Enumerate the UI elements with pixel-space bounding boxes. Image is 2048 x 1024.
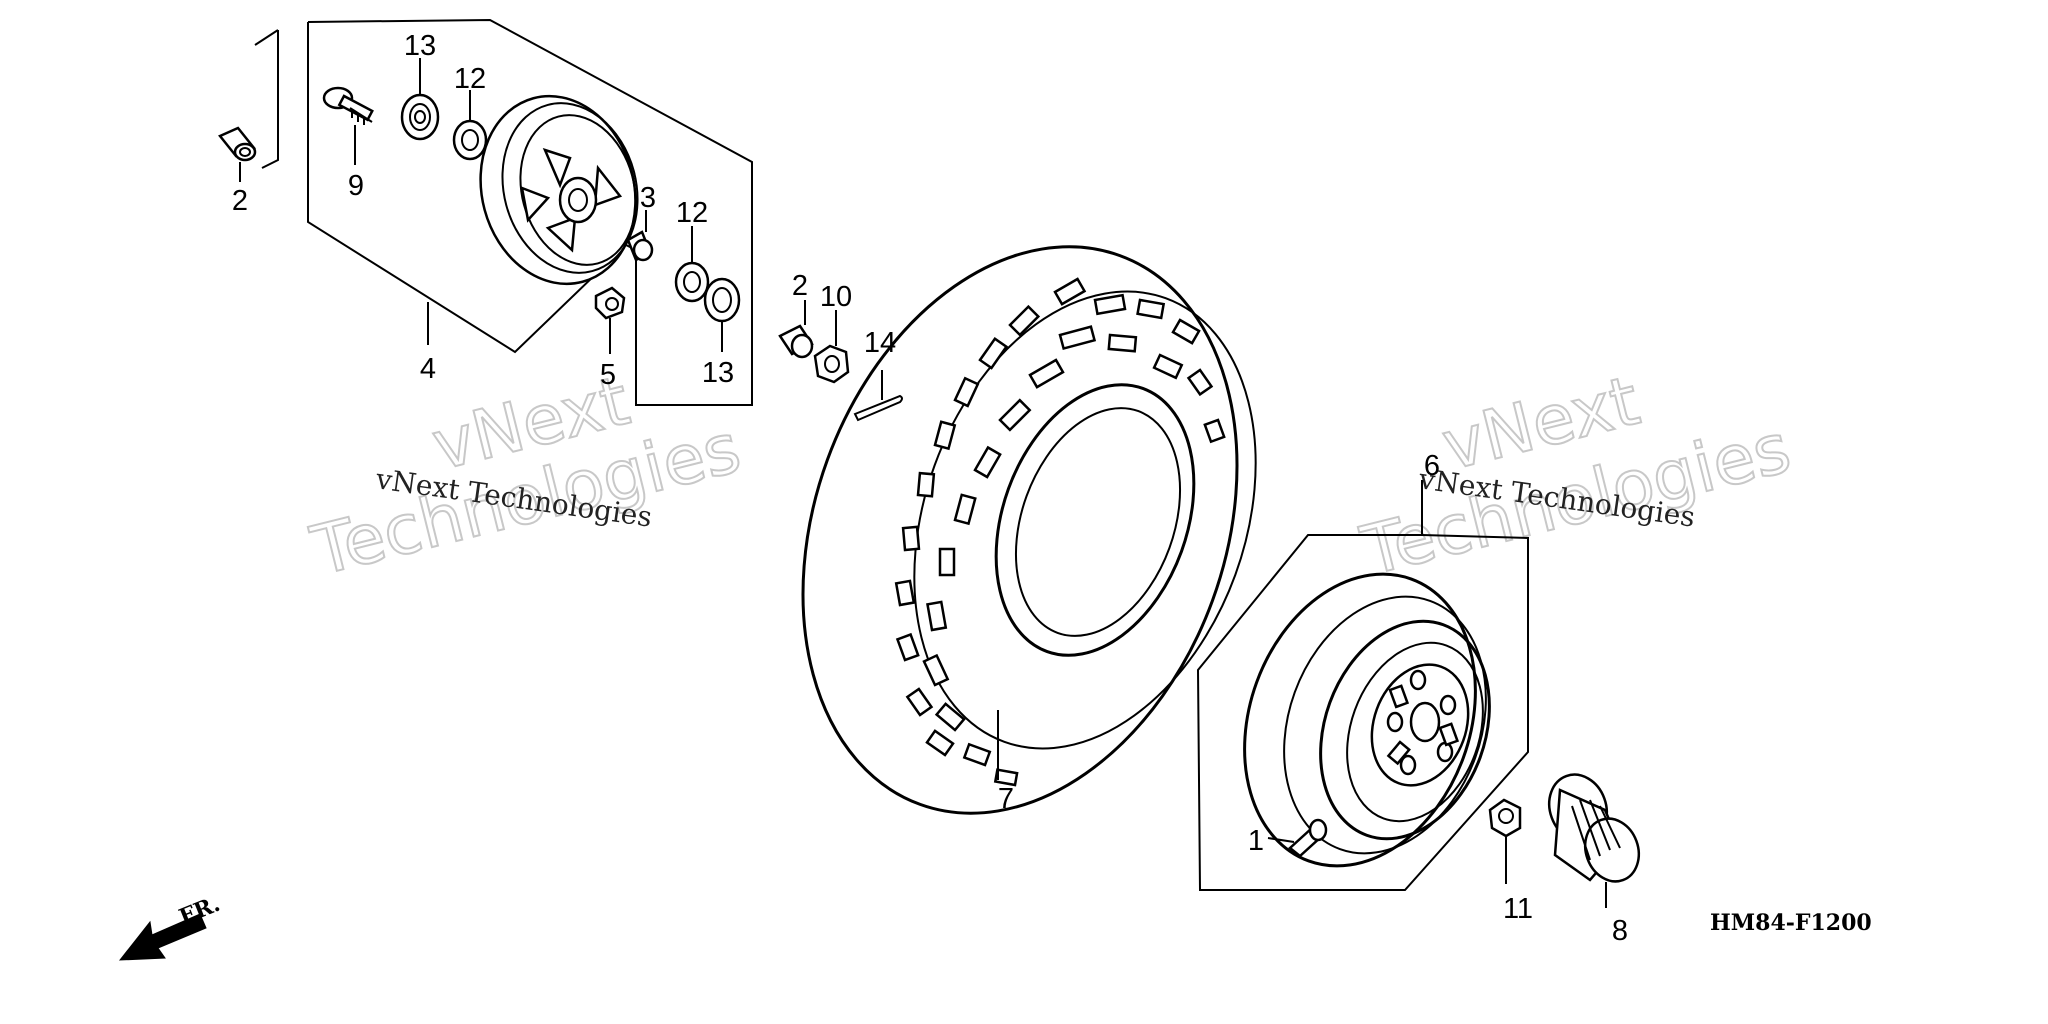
callout-4: 4 (420, 353, 436, 385)
callout-1: 1 (1248, 825, 1264, 857)
wheel-assembly-bracket (1196, 480, 1529, 891)
callout-9: 9 (348, 170, 364, 202)
part-7-tire (801, 245, 1257, 815)
tire-tread-pattern (894, 277, 1226, 787)
callout-8: 8 (1612, 915, 1628, 947)
diagram-code: HM84-F1200 (1710, 910, 1872, 936)
part-2-spacer-collar (218, 126, 257, 182)
part-10-castle-nut (813, 310, 850, 384)
part-13-oil-seal-lower (703, 277, 741, 352)
callout-2-left: 2 (232, 185, 248, 217)
callout-3: 3 (640, 182, 656, 214)
callout-labels: 2 9 13 12 3 12 4 5 13 2 10 14 7 6 1 11 8 (232, 30, 1628, 947)
callout-10: 10 (820, 281, 852, 313)
callout-6: 6 (1424, 450, 1440, 482)
front-direction-label: FR. (176, 891, 224, 931)
part-2-spacer-collar-right (778, 300, 814, 359)
callout-2-right: 2 (792, 270, 808, 302)
part-12-bearing-top (452, 90, 488, 161)
callout-7: 7 (998, 783, 1014, 815)
part-6-wheel-rim (1243, 572, 1491, 868)
part-9-bolt (322, 86, 374, 165)
front-direction-arrow: FR. (118, 891, 224, 961)
part-3-distance-collar (626, 210, 654, 262)
callout-12-lower: 12 (676, 197, 708, 229)
part-14-cotter-pin (853, 370, 903, 422)
part-1-valve-stem (1267, 818, 1328, 858)
part-13-oil-seal-top (400, 58, 440, 141)
callout-5: 5 (600, 359, 616, 391)
callout-13-lower: 13 (702, 357, 734, 389)
front-wheel-hub (479, 94, 639, 286)
callout-11: 11 (1503, 893, 1533, 925)
callout-12-top: 12 (454, 63, 486, 95)
part-5-nut (594, 286, 626, 354)
part-11-wheel-nut (1488, 798, 1522, 884)
watermark-right: vNext Technologies vNext Technologies (1353, 361, 1799, 593)
watermark-left: vNext Technologies vNext Technologies (303, 361, 749, 593)
callout-13-top: 13 (404, 30, 436, 62)
callout-14: 14 (864, 327, 896, 359)
part-8-wheel-cap (1547, 773, 1641, 908)
part-12-bearing-lower (674, 226, 710, 303)
